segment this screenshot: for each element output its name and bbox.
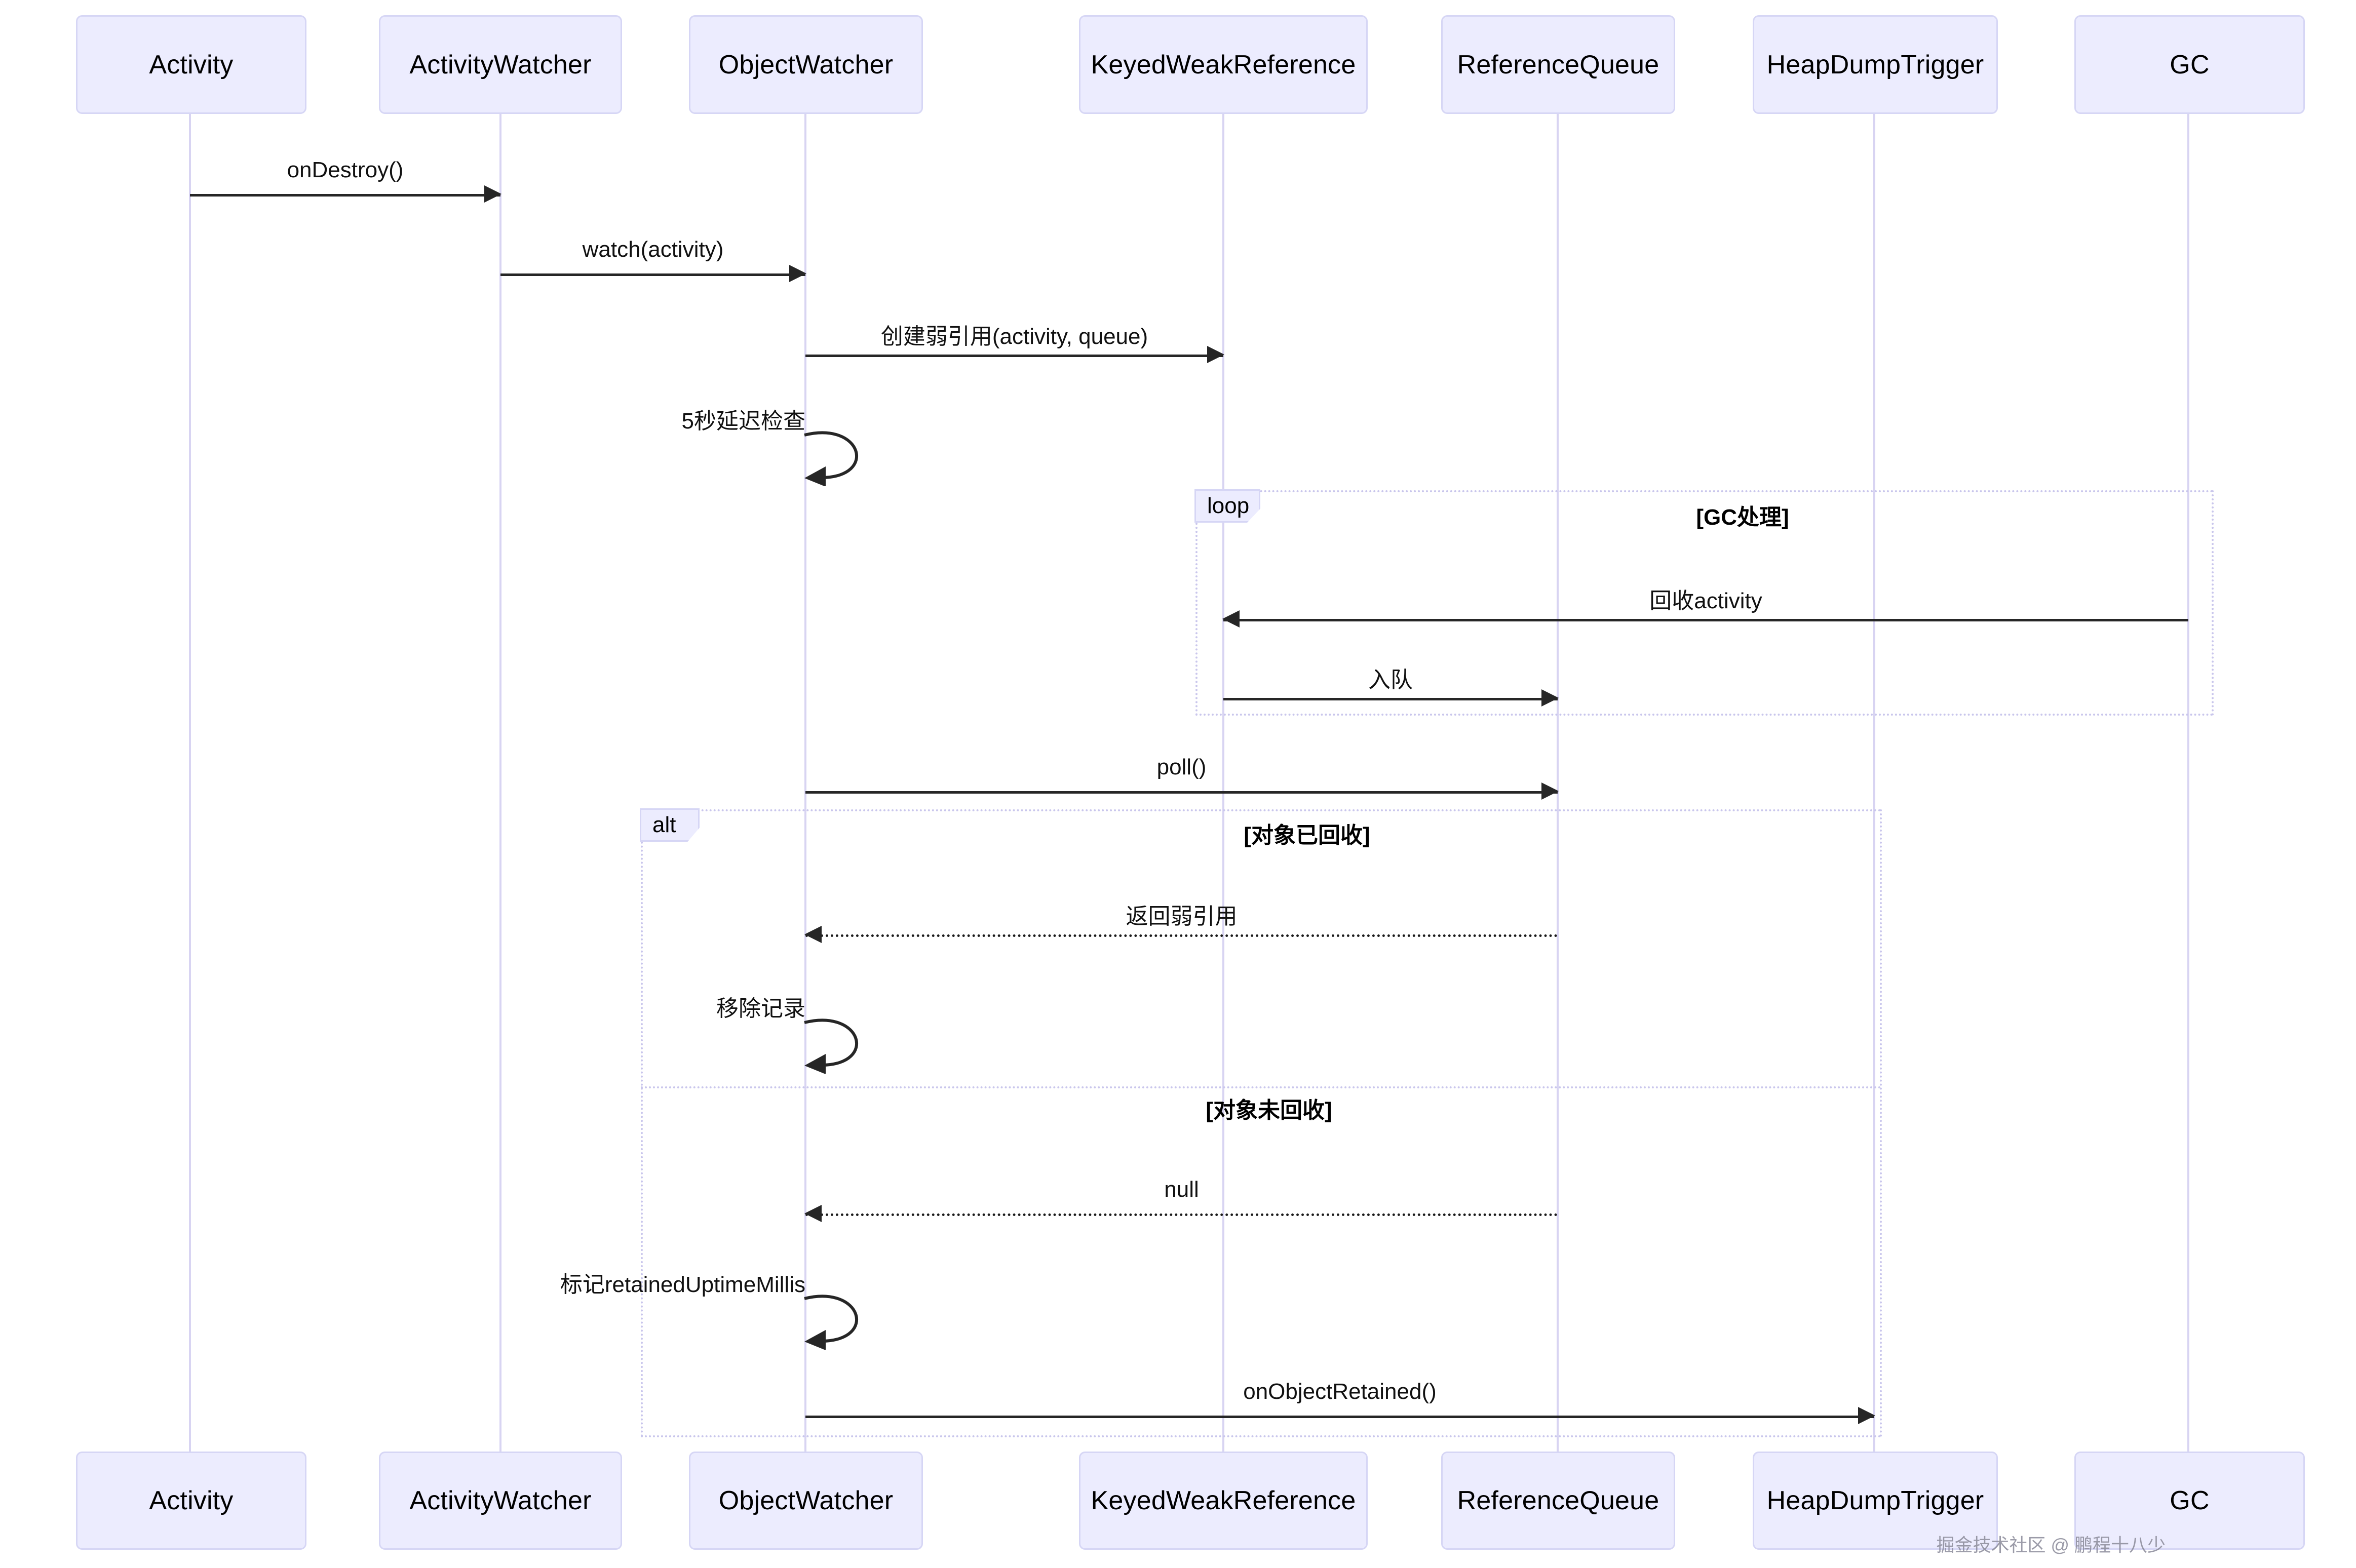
arrowhead-right <box>484 185 501 203</box>
lifeline-actwatcher <box>499 114 501 1452</box>
message-line <box>190 194 500 197</box>
arrowhead-left <box>804 1205 822 1222</box>
actor-box-bottom-objwatcher[interactable]: ObjectWatcher <box>689 1452 923 1550</box>
message-label: watch(activity) <box>582 237 724 262</box>
actor-box-top-keyedref[interactable]: KeyedWeakReference <box>1079 15 1368 114</box>
message-label: null <box>1164 1177 1199 1202</box>
actor-box-bottom-activity[interactable]: Activity <box>76 1452 306 1550</box>
self-message-label: 5秒延迟检查 <box>681 409 805 434</box>
arrowhead-right <box>1541 782 1559 800</box>
watermark-text: 掘金技术社区 @ 鹏程十八少 <box>1936 1535 2166 1555</box>
message-label: 入队 <box>1368 668 1413 692</box>
lifeline-activity <box>189 114 191 1452</box>
message-line <box>1223 698 1558 700</box>
arrowhead-right <box>789 265 806 282</box>
fragment-tag-alt: alt <box>640 808 700 842</box>
lifeline-heapdump <box>1873 114 1875 1452</box>
arrowhead-left <box>1222 610 1240 628</box>
fragment-tag-loop: loop <box>1194 489 1260 523</box>
message-label: 返回弱引用 <box>1126 904 1238 929</box>
fragment-condition: [对象已回收] <box>1244 823 1370 848</box>
actor-box-top-heapdump[interactable]: HeapDumpTrigger <box>1753 15 1998 114</box>
actor-box-bottom-gc[interactable]: GC <box>2074 1452 2305 1550</box>
actor-box-top-actwatcher[interactable]: ActivityWatcher <box>379 15 622 114</box>
message-line <box>805 934 1558 937</box>
message-line <box>1223 619 2188 621</box>
message-label: 回收activity <box>1649 589 1762 613</box>
fragment-divider <box>641 1086 1882 1088</box>
message-line <box>805 355 1223 357</box>
fragment-condition: [GC处理] <box>1696 505 1789 530</box>
message-label: 创建弱引用(activity, queue) <box>880 324 1148 349</box>
actor-box-bottom-keyedref[interactable]: KeyedWeakReference <box>1079 1452 1368 1550</box>
arrowhead-right <box>1207 346 1224 363</box>
message-line <box>805 1213 1558 1216</box>
actor-box-top-refqueue[interactable]: ReferenceQueue <box>1441 15 1675 114</box>
lifeline-objwatcher <box>804 114 806 1452</box>
actor-box-top-activity[interactable]: Activity <box>76 15 306 114</box>
actor-box-bottom-actwatcher[interactable]: ActivityWatcher <box>379 1452 622 1550</box>
actor-box-bottom-heapdump[interactable]: HeapDumpTrigger <box>1753 1452 1998 1550</box>
message-label: poll() <box>1156 755 1207 779</box>
actor-box-top-gc[interactable]: GC <box>2074 15 2305 114</box>
actor-box-bottom-refqueue[interactable]: ReferenceQueue <box>1441 1452 1675 1550</box>
message-line <box>805 791 1558 794</box>
self-message-label: 标记retainedUptimeMillis <box>560 1272 805 1297</box>
arrowhead-right <box>1858 1407 1875 1424</box>
self-message-loop-s3 <box>801 1291 887 1350</box>
arrowhead-right <box>1541 689 1559 707</box>
arrowhead-left <box>804 926 822 943</box>
lifeline-gc <box>2187 114 2189 1452</box>
fragment-condition: [对象未回收] <box>1206 1098 1332 1123</box>
message-line <box>805 1416 1874 1418</box>
message-label: onObjectRetained() <box>1243 1379 1437 1404</box>
self-message-label: 移除记录 <box>716 996 805 1021</box>
message-line <box>500 273 805 276</box>
actor-box-top-objwatcher[interactable]: ObjectWatcher <box>689 15 923 114</box>
self-message-loop-s1 <box>801 428 887 486</box>
self-message-loop-s2 <box>801 1015 887 1074</box>
message-label: onDestroy() <box>287 158 404 182</box>
lifeline-keyedref <box>1222 114 1224 1452</box>
